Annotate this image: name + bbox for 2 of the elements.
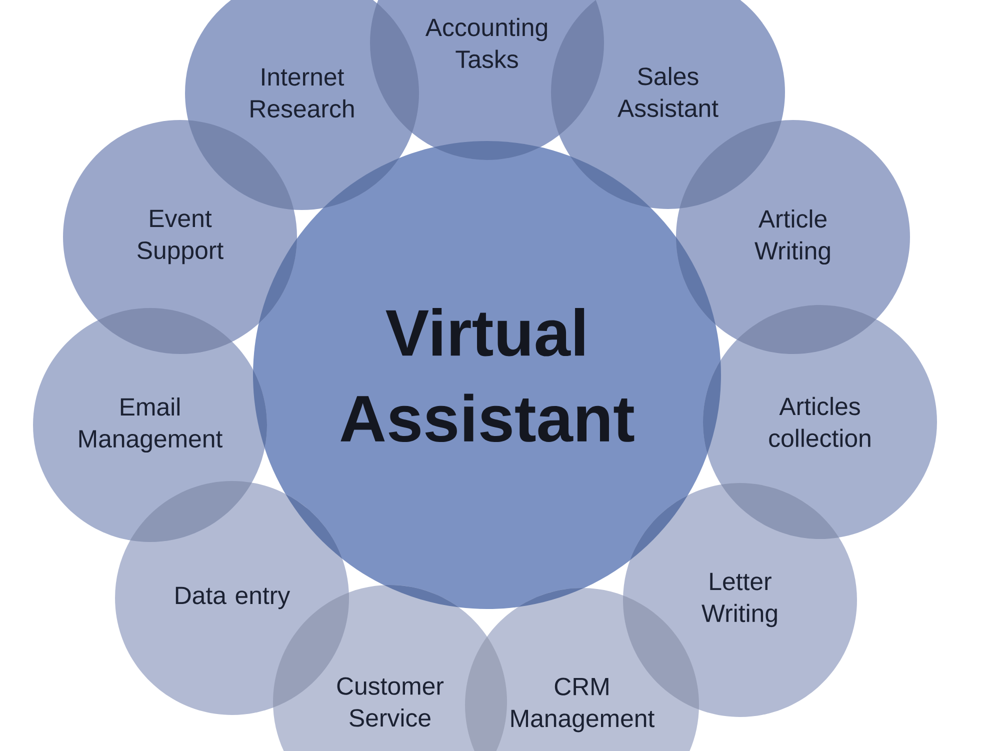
node-label: Internet Research xyxy=(250,68,354,118)
node-label: Sales Assistant xyxy=(618,66,718,118)
